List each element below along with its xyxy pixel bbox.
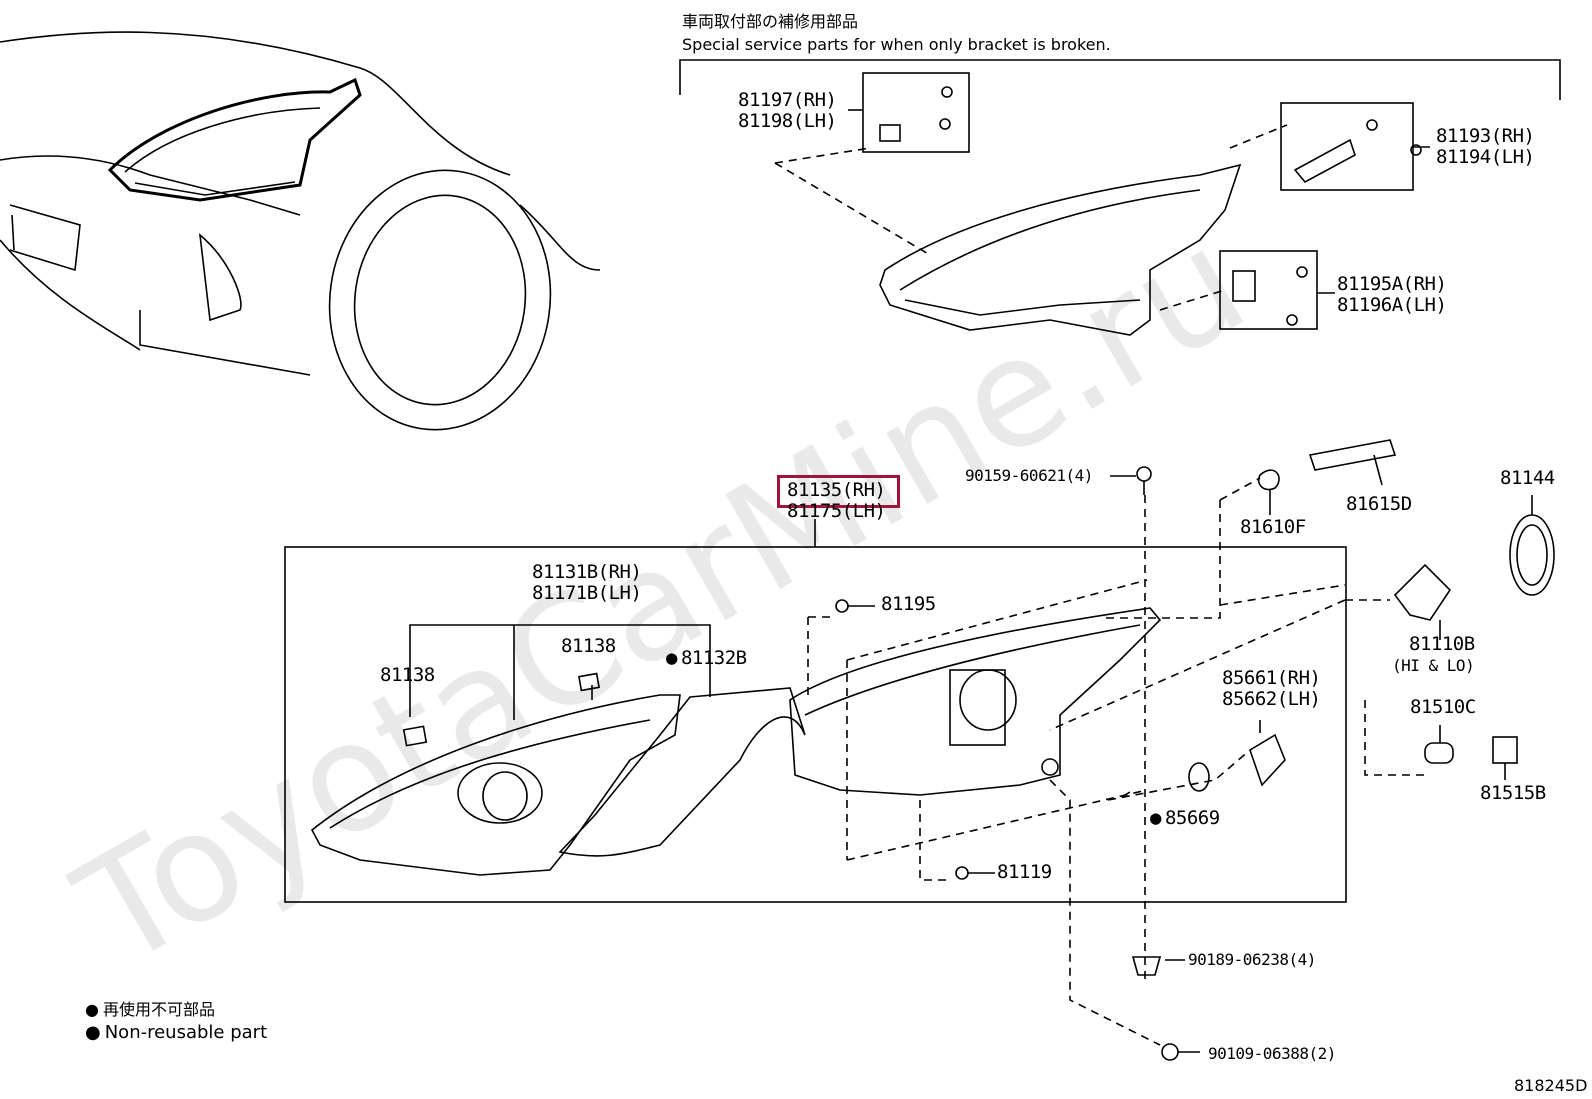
part-note-hi-lo: (HI & LO) (1392, 656, 1475, 675)
selected-part-highlight (777, 475, 900, 508)
part-label-81110B[interactable]: 81110B (1409, 633, 1475, 655)
part-label-81193[interactable]: 81193(RH) (1436, 125, 1535, 147)
box-81197 (862, 72, 970, 153)
part-label-81197[interactable]: 81197(RH) (738, 89, 837, 111)
housing-illustration (789, 607, 1162, 796)
part-label-81175[interactable]: 81175(LH) (787, 500, 886, 522)
service-parts-title-en: Special service parts for when only brac… (682, 35, 1111, 54)
part-label-90109[interactable]: 90109-06388(2) (1208, 1044, 1336, 1063)
part-label-81515B[interactable]: 81515B (1480, 782, 1546, 804)
part-label-85669[interactable]: 85669 (1150, 808, 1220, 829)
part-label-81510C[interactable]: 81510C (1410, 696, 1476, 718)
watermark-text: ToyotaCarMine.ru (50, 195, 1273, 1001)
part-label-81615D[interactable]: 81615D (1346, 493, 1412, 515)
part-label-81171B[interactable]: 81171B(LH) (532, 582, 642, 604)
part-label-81194[interactable]: 81194(LH) (1436, 146, 1535, 168)
part-label-81195A[interactable]: 81195A(RH) (1337, 273, 1447, 295)
legend-en: Non-reusable part (85, 1023, 267, 1042)
service-parts-title-jp: 車両取付部の補修用部品 (682, 12, 859, 31)
part-label-81138-left[interactable]: 81138 (380, 664, 435, 686)
housing-bracket-illustration (879, 163, 1242, 336)
part-label-81144[interactable]: 81144 (1500, 467, 1555, 489)
legend-jp: 再使用不可部品 (85, 1000, 215, 1019)
diagram-id: 818245D (1514, 1076, 1588, 1095)
part-label-90189[interactable]: 90189-06238(4) (1188, 950, 1316, 969)
part-label-81195[interactable]: 81195 (881, 593, 936, 615)
service-parts-frame (679, 59, 1561, 100)
bracket-clip-illustrations (879, 86, 1422, 326)
part-label-81119[interactable]: 81119 (997, 861, 1052, 883)
part-label-81131B[interactable]: 81131B(RH) (532, 561, 642, 583)
part-label-81610F[interactable]: 81610F (1240, 516, 1306, 538)
part-label-81138-right[interactable]: 81138 (561, 635, 616, 657)
part-label-81132B[interactable]: 81132B (666, 648, 747, 669)
part-label-85661[interactable]: 85661(RH) (1222, 667, 1321, 689)
part-label-90159[interactable]: 90159-60621(4) (965, 466, 1093, 485)
part-label-81135[interactable]: 81135(RH) (787, 479, 886, 501)
part-label-85662[interactable]: 85662(LH) (1222, 688, 1321, 710)
assembly-box (284, 546, 1347, 903)
part-label-81198[interactable]: 81198(LH) (738, 110, 837, 132)
gasket-illustration (558, 687, 806, 857)
screw-illustrations (835, 466, 1179, 1061)
part-label-81196A[interactable]: 81196A(LH) (1337, 294, 1447, 316)
box-81195A (1219, 250, 1318, 330)
car-front-illustration (0, 31, 601, 431)
bulb-socket-illustrations (1188, 439, 1555, 792)
